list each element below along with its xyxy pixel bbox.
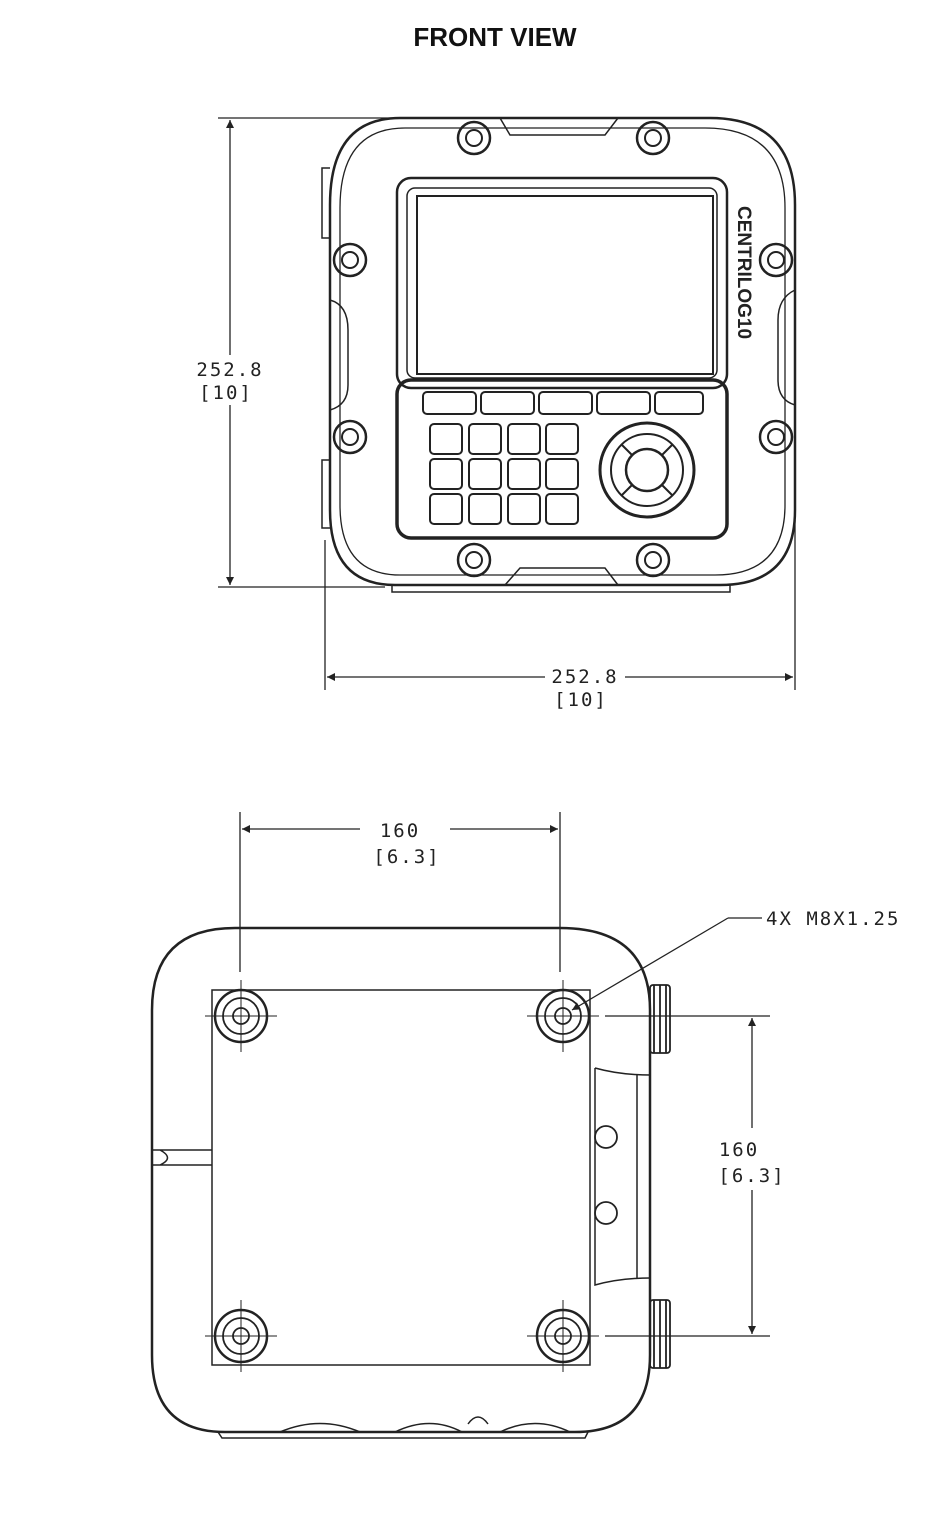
keypad-panel [395,378,729,540]
softkey-4[interactable] [596,391,651,415]
brand-label: CENTRILOG10 [733,206,754,339]
keypad-key[interactable] [468,458,502,490]
rear-vertical-in: [6.3] [718,1165,785,1187]
bolt-icon [332,419,368,455]
keypad-key[interactable] [507,493,541,525]
bolt-icon [635,120,671,156]
bolt-icon [635,542,671,578]
rear-vertical-mm: 160 [719,1139,759,1161]
rear-housing-outline [150,926,652,1434]
front-view [321,116,797,593]
bottom-relief [504,567,619,586]
rear-horizontal-dimension [239,812,561,972]
screen-bezel-inner [406,187,718,379]
bolt-icon [758,242,794,278]
hole-centerlines [205,980,599,1372]
thread-callout: 4X M8X1.25 [766,908,900,930]
bolt-icon [456,542,492,578]
softkey-3[interactable] [538,391,593,415]
bottom-tab [467,1416,489,1425]
nav-pad-ring [610,433,684,507]
bottom-feet [391,585,731,593]
page-title: FRONT VIEW [413,22,577,52]
keypad-key[interactable] [545,423,579,455]
front-width-mm: 252.8 [551,666,618,688]
rear-horizontal-in: [6.3] [373,846,440,868]
nav-pad-center-button[interactable] [624,447,670,493]
left-lugs [321,167,349,529]
right-lugs [777,289,796,406]
right-side-bracket [594,1067,651,1286]
keypad-key[interactable] [545,458,579,490]
bolt-icon [332,242,368,278]
thread-callout-leader [571,917,762,1011]
front-height-in: [10] [199,382,253,404]
rear-mounting-plate [211,989,591,1366]
mounting-holes [213,988,591,1364]
keypad-key[interactable] [468,493,502,525]
softkey-1[interactable] [422,391,477,415]
keypad-key[interactable] [468,423,502,455]
front-bolts [332,120,794,578]
display-screen [416,195,714,375]
rear-horizontal-mm: 160 [380,820,420,842]
bolt-icon [456,120,492,156]
rear-view [150,926,671,1439]
front-width-in: [10] [554,689,608,711]
nav-pad-outer-ring [598,421,696,519]
side-port-icon [594,1125,618,1149]
numeric-keypad [429,423,579,525]
softkey-row [422,391,704,415]
top-relief [499,117,619,136]
softkey-2[interactable] [480,391,535,415]
left-notch [152,1149,212,1166]
front-housing-outline [328,116,797,587]
keypad-key[interactable] [507,458,541,490]
nav-pad-dividers [621,444,673,496]
front-height-dimension [218,117,395,588]
rear-vertical-dimension [605,1015,770,1337]
keypad-key[interactable] [545,493,579,525]
rear-bottom-feet [217,1422,589,1439]
front-width-dimension [324,520,796,690]
keypad-key[interactable] [429,493,463,525]
front-housing-inner-outline [339,127,786,576]
front-height-mm: 252.8 [196,359,263,381]
cable-gland-icon [649,1299,671,1369]
navigation-pad[interactable] [598,421,696,519]
screen-bezel [395,176,729,390]
softkey-5[interactable] [654,391,704,415]
side-port-icon [594,1201,618,1225]
keypad-key[interactable] [507,423,541,455]
keypad-key[interactable] [429,423,463,455]
cable-gland-icon [649,984,671,1054]
keypad-key[interactable] [429,458,463,490]
bolt-icon [758,419,794,455]
